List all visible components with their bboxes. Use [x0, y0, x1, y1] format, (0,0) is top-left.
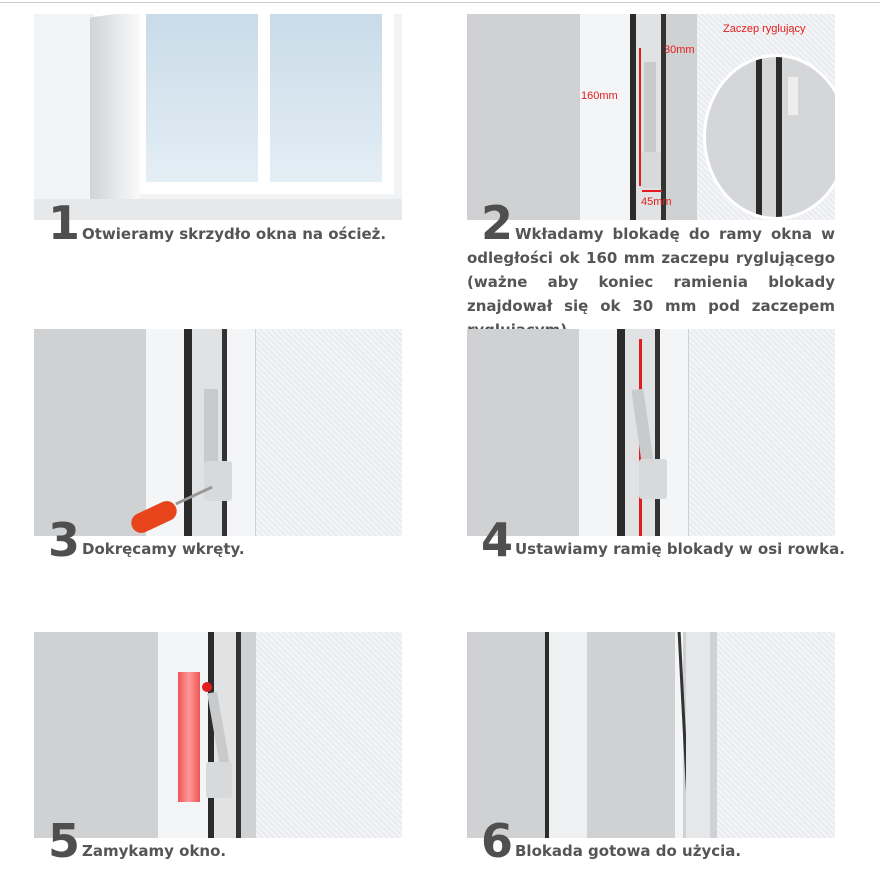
step-number: 5	[48, 814, 81, 868]
dim-45mm: 45mm	[641, 196, 672, 208]
step-text: Blokada gotowa do użycia.	[515, 842, 742, 860]
step-number: 3	[48, 513, 81, 567]
step-number: 4	[481, 513, 514, 567]
photo-step-6	[467, 632, 835, 838]
step-text: Zamykamy okno.	[82, 842, 227, 860]
step-text: Ustawiamy ramię blokady w osi rowka.	[515, 540, 845, 558]
photo-step-4	[467, 329, 835, 536]
latch-label: Zaczep ryglujący	[723, 23, 806, 35]
photo-step-3	[34, 329, 402, 536]
step-text: Wkładamy blokadę do ramy okna w odległoś…	[467, 225, 835, 339]
step-number: 1	[48, 196, 81, 250]
photo-step-2: Zaczep ryglujący 30mm 160mm 45mm	[467, 14, 835, 220]
photo-step-5	[34, 632, 402, 838]
step-text: Dokręcamy wkręty.	[82, 540, 245, 558]
step-number: 2	[481, 196, 514, 250]
photo-step-1	[34, 14, 402, 220]
top-divider	[0, 2, 880, 3]
dim-160mm: 160mm	[581, 90, 618, 102]
step-text: Otwieramy skrzydło okna na oścież.	[82, 225, 387, 243]
dim-30mm: 30mm	[664, 44, 695, 56]
step-number: 6	[481, 814, 514, 868]
